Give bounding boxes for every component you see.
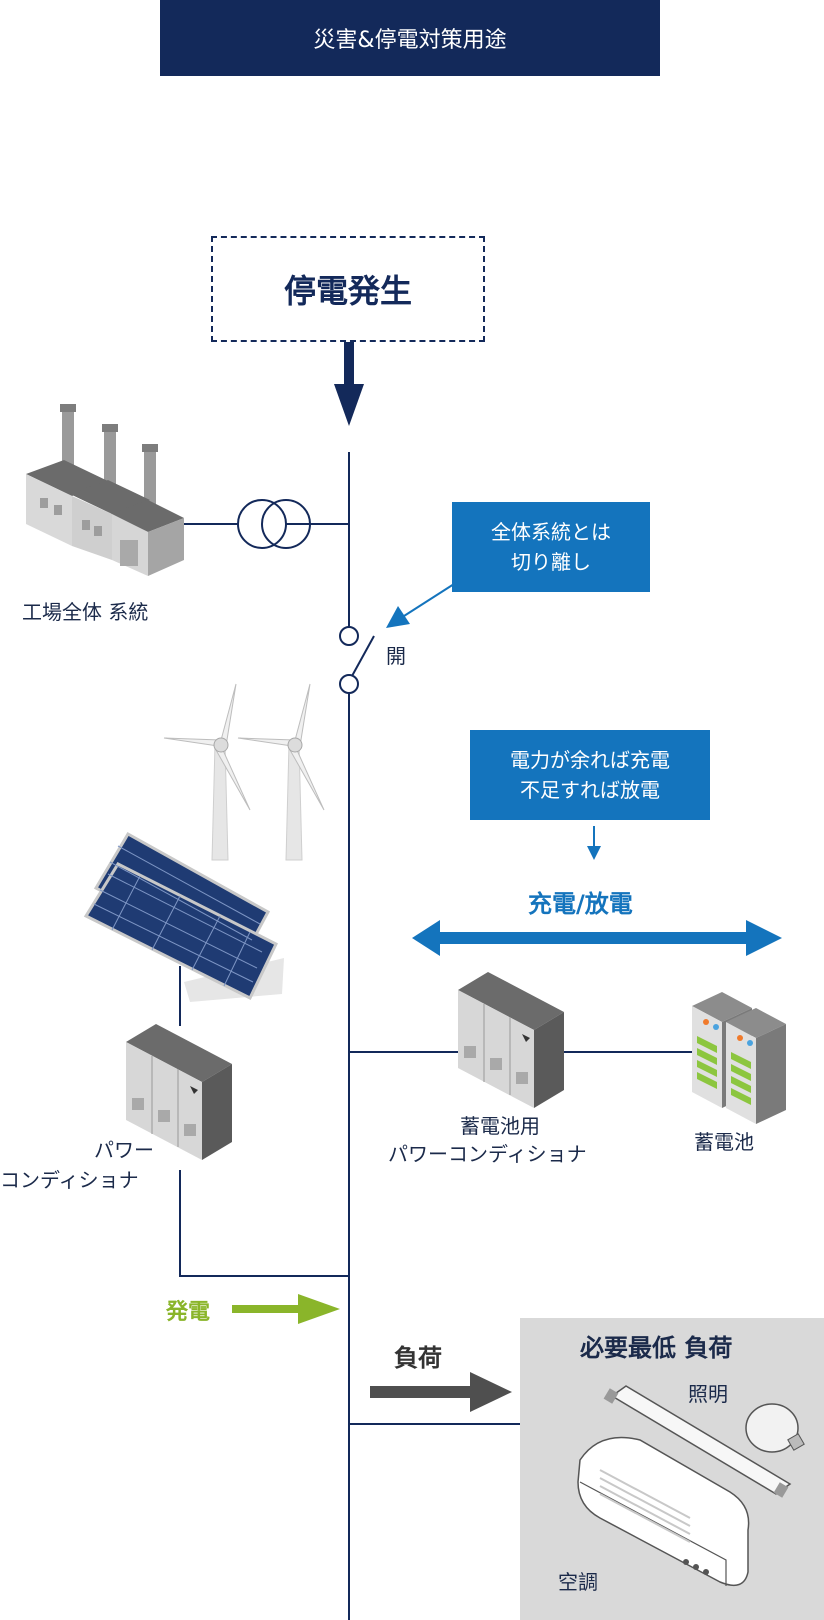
page-title: 災害&停電対策用途	[160, 0, 660, 76]
storage-battery-icon	[692, 992, 786, 1124]
wind-turbine-icon	[163, 683, 251, 861]
transformer-icon	[237, 499, 311, 549]
load-label: 負荷	[394, 1344, 442, 1372]
generation-label: 発電	[166, 1300, 211, 1325]
aircon-label: 空調	[558, 1570, 598, 1594]
pcs-label-line1: パワー	[94, 1138, 154, 1162]
callout-disconnect-line2: 切り離し	[511, 550, 591, 574]
fluorescent-light-icon	[603, 1385, 792, 1498]
light-bulb-icon	[745, 1403, 805, 1453]
power-conditioner-icon	[126, 1024, 232, 1160]
factory-grid-label: 工場全体 系統	[22, 600, 149, 624]
charge-discharge-arrow	[412, 920, 782, 956]
callout-disconnect-line1: 全体系統とは	[491, 520, 611, 544]
generation-arrow	[232, 1294, 340, 1324]
callout-charge-line2: 不足すれば放電	[520, 778, 660, 802]
air-conditioner-icon	[577, 1436, 750, 1587]
factory-icon	[26, 404, 184, 576]
callout-disconnect: 全体系統とは 切り離し	[452, 502, 650, 592]
charge-discharge-label: 充電/放電	[528, 890, 633, 918]
battery-pcs-label-line1: 蓄電池用	[460, 1114, 540, 1138]
switch-open-label: 開	[386, 644, 406, 668]
callout-pointer-arrow-charge	[587, 826, 601, 860]
lighting-label: 照明	[688, 1382, 728, 1406]
generation-feed-line	[179, 1170, 349, 1277]
callout-charge-line1: 電力が余れば充電	[510, 748, 670, 772]
callout-charge: 電力が余れば充電 不足すれば放電	[470, 730, 710, 820]
load-arrow	[370, 1372, 512, 1412]
outage-down-arrow	[334, 342, 364, 426]
battery-label: 蓄電池	[694, 1130, 754, 1154]
battery-power-conditioner-icon	[458, 972, 564, 1108]
wind-turbine-icon	[237, 683, 325, 861]
power-outage-box: 停電発生	[211, 236, 485, 342]
minimum-load-title: 必要最低 負荷	[580, 1334, 733, 1362]
solar-panel-icon	[83, 831, 284, 1002]
callout-pointer-arrow-disconnect	[386, 583, 455, 628]
pcs-label-line2: コンディショナ	[0, 1168, 139, 1192]
disconnect-switch-icon	[339, 626, 375, 694]
battery-pcs-label-line2: パワーコンディショナ	[388, 1142, 587, 1166]
